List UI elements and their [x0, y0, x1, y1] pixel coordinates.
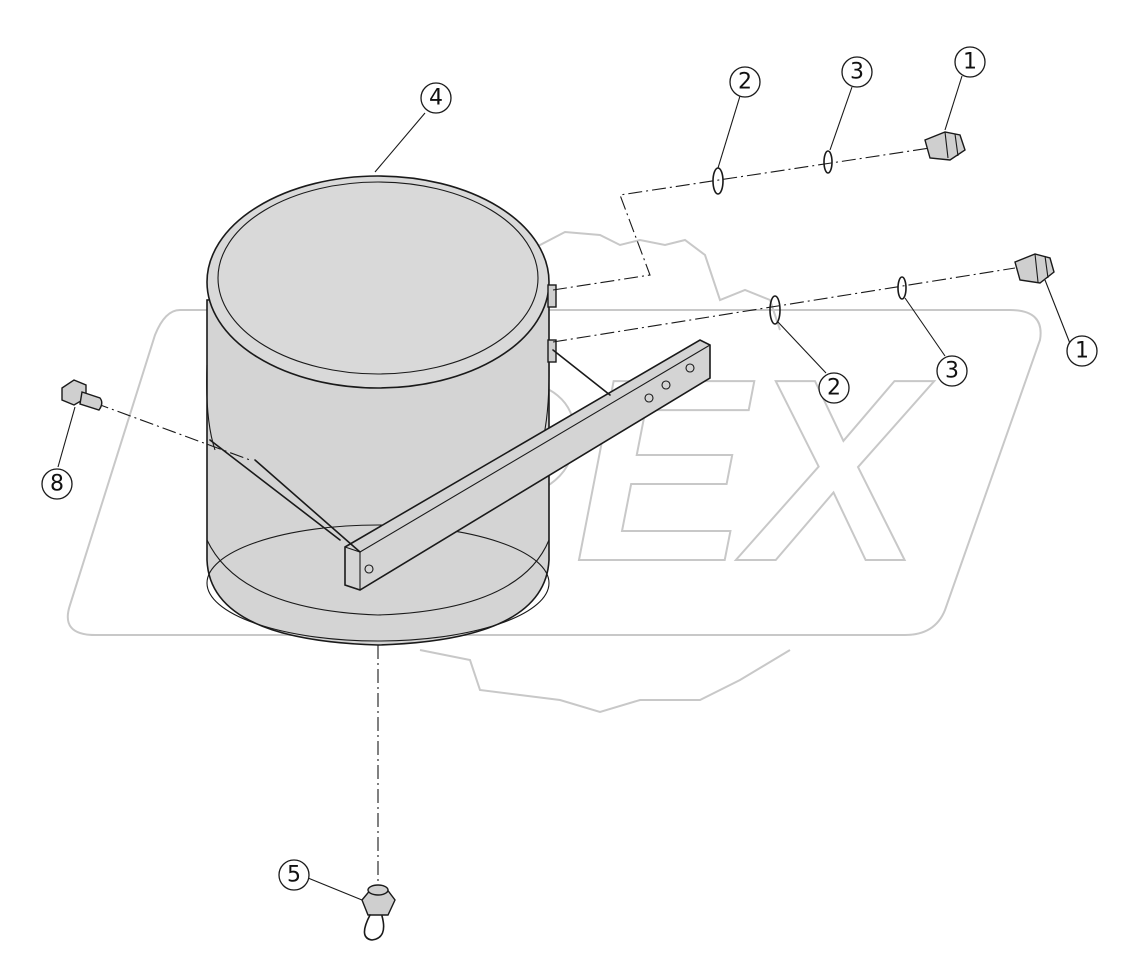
watermark-plate [66, 309, 1042, 636]
seal-ring-3-lower [897, 276, 907, 300]
callout-8: 8 [41, 468, 73, 500]
callout-label: 4 [429, 86, 443, 111]
drain-plug [361, 884, 396, 941]
tank [206, 175, 557, 646]
bolt [61, 379, 103, 411]
callout-label: 3 [850, 60, 864, 85]
callout-5: 5 [278, 859, 310, 891]
seal-ring-3-upper [823, 150, 833, 174]
callout-3-upper: 3 [841, 56, 873, 88]
tank-body [206, 289, 550, 646]
tank-lid [206, 175, 550, 389]
callout-2-lower: 2 [818, 372, 850, 404]
callout-4: 4 [420, 82, 452, 114]
callout-label: 5 [287, 863, 301, 888]
fitting-upper [924, 131, 966, 161]
callout-1-upper: 1 [954, 46, 986, 78]
bracket-bar [344, 339, 711, 591]
callout-label: 1 [963, 50, 977, 75]
assembly-lines [94, 147, 1016, 885]
callout-label: 1 [1075, 339, 1089, 364]
seal-ring-2-upper [712, 167, 724, 195]
mounting-bracket [209, 339, 711, 591]
callout-label: 3 [945, 359, 959, 384]
callout-label: 8 [50, 472, 64, 497]
fitting-lower [1014, 253, 1055, 284]
tank-bottom-rim [206, 524, 550, 642]
callout-3-lower: 3 [936, 355, 968, 387]
callout-2-upper: 2 [729, 66, 761, 98]
callout-label: 2 [738, 70, 752, 95]
leader-lines [57, 75, 1072, 901]
seal-ring-2-lower [769, 295, 781, 325]
callout-label: 2 [827, 376, 841, 401]
callout-1-lower: 1 [1066, 335, 1098, 367]
